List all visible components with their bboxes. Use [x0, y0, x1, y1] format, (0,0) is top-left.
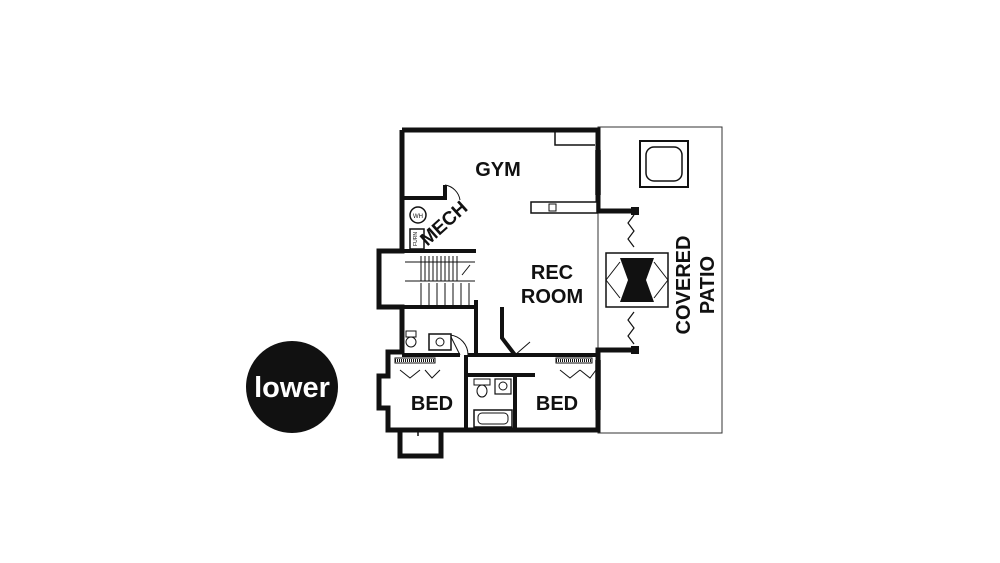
- toilet-icon: [405, 330, 417, 348]
- floor-badge: lower: [246, 341, 338, 433]
- room-label-bed-left: BED: [411, 393, 453, 415]
- room-label-rec: REC: [531, 262, 573, 284]
- room-label-mech: MECH: [417, 197, 473, 250]
- gym-counter: [530, 201, 598, 214]
- furnace-label: FURN: [413, 232, 419, 246]
- bath-toilet-icon: [473, 378, 491, 398]
- room-label-room: ROOM: [521, 286, 583, 308]
- fireplace-icon: [605, 252, 669, 308]
- sink-icon: [428, 333, 452, 351]
- room-label-covered: COVERED: [673, 236, 695, 335]
- closet-left: [394, 357, 436, 364]
- room-label-bed-right: BED: [536, 393, 578, 415]
- water-heater-label: WH: [413, 214, 423, 220]
- water-heater-icon: WH: [409, 206, 427, 224]
- exterior-walls: [376, 127, 636, 459]
- room-label-gym: GYM: [475, 159, 521, 181]
- bath-sink-icon: [494, 378, 512, 395]
- patio-outline: [597, 126, 723, 434]
- stairs: [405, 256, 475, 305]
- patio-door-jambs: [631, 207, 639, 354]
- closet-right: [555, 357, 593, 364]
- patio-doors: [627, 214, 635, 345]
- windows: [377, 150, 601, 410]
- furnace-icon: FURN: [409, 228, 425, 250]
- floor-badge-label: lower: [254, 372, 330, 404]
- gym-niche: [554, 130, 595, 146]
- bathtub-icon: [473, 409, 513, 428]
- room-label-patio: PATIO: [697, 256, 719, 314]
- hot-tub-icon: [639, 140, 689, 188]
- interior-walls: [402, 185, 598, 430]
